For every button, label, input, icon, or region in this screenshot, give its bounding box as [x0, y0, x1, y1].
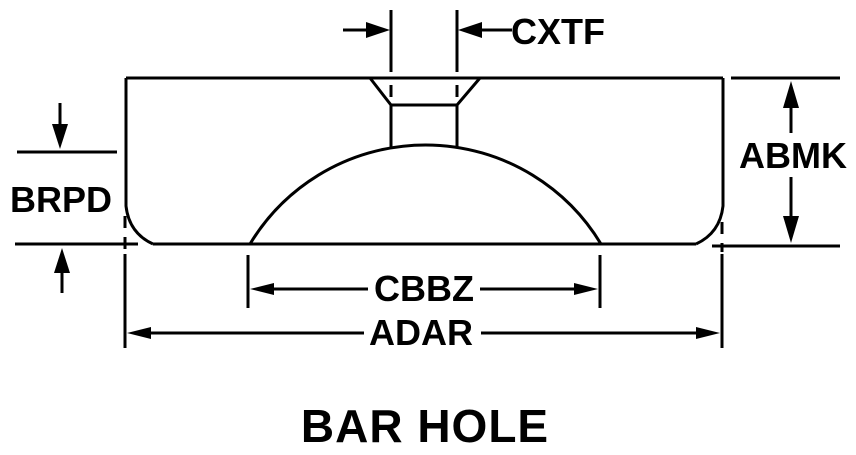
dimension-label-brpd: BRPD [10, 179, 112, 220]
abmk-arrow-up-icon [783, 81, 799, 108]
bar-left-edge [124, 78, 154, 246]
figure-title: BAR HOLE [301, 400, 549, 452]
dimension-cbbz: CBBZ [246, 255, 602, 309]
cbbz-arrow-left-icon [250, 283, 274, 295]
dome-cavity-arc [248, 143, 603, 245]
abmk-arrow-down-icon [783, 216, 799, 243]
brpd-arrow-down-icon [52, 124, 68, 149]
dimension-brpd: BRPD [10, 103, 138, 293]
dimension-label-adar: ADAR [369, 312, 473, 353]
cbbz-arrow-right-icon [574, 283, 598, 295]
dimension-abmk: ABMK [712, 76, 847, 248]
adar-arrow-right-icon [696, 327, 720, 339]
dimension-label-cbbz: CBBZ [374, 268, 474, 309]
cxtf-arrow-left-icon [366, 22, 390, 38]
adar-arrow-left-icon [127, 327, 151, 339]
brpd-arrow-up-icon [54, 248, 70, 273]
dimension-label-cxtf: CXTF [511, 11, 605, 52]
dimension-adar: ADAR [123, 216, 724, 353]
dimension-label-abmk: ABMK [739, 135, 847, 176]
dimension-cxtf: CXTF [343, 10, 605, 143]
bar-right-edge [695, 78, 725, 246]
countersink-hole [368, 77, 482, 147]
bar-outline [124, 76, 725, 246]
cxtf-arrow-right-icon [458, 22, 482, 38]
countersink-taper [368, 77, 482, 107]
